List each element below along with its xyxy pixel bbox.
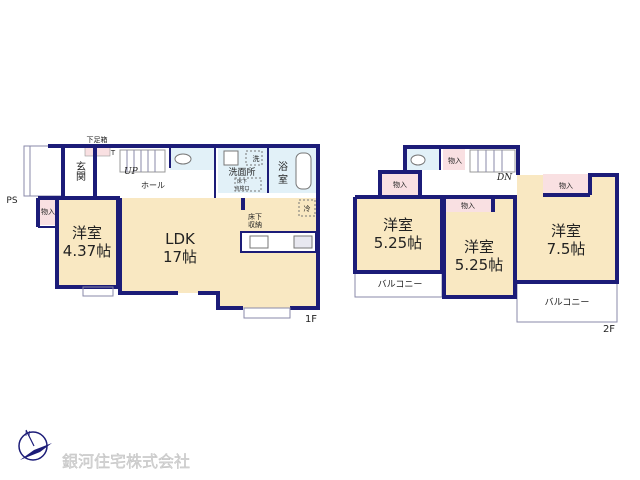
storage-room3-label: 物入 [559, 181, 573, 190]
ldk-area [120, 198, 318, 308]
fridge-label: 冷 [304, 204, 311, 213]
inspection-label-1: 床下 [237, 178, 247, 185]
underfloor-storage-2: 収納 [248, 220, 262, 229]
floor-2: 物入 DN 物入 物入 物入 洋室 5.25帖 洋室 5.25帖 洋室 7.5帖… [353, 145, 619, 335]
floor1-label: 1F [305, 314, 317, 325]
entrance-label: 玄関 [74, 160, 86, 182]
shoe-box-label: 下足箱 [87, 135, 108, 144]
storage-2f-hall [443, 149, 465, 170]
stairs-down-label: DN [496, 173, 513, 183]
storage-1f-label: 物入 [41, 207, 55, 216]
room-2f-2 [444, 197, 515, 297]
toilet-1f [170, 148, 215, 170]
inspection-label-2: 点検口 [234, 185, 249, 192]
room-2f-1 [355, 197, 442, 272]
window [243, 307, 291, 319]
ps-label: PS [6, 196, 17, 206]
compass-north-label: N [25, 430, 30, 438]
hall-label: ホール [141, 181, 165, 190]
company-logo-text: 銀河住宅株式会社 [62, 452, 190, 471]
window [82, 286, 114, 297]
stove-icon [293, 235, 313, 249]
stairs-2f [469, 149, 516, 173]
ldk-size: 17帖 [163, 248, 197, 266]
sink-1f [223, 150, 239, 166]
room-2f-2-size: 5.25帖 [455, 256, 503, 274]
washer-label: 洗 [253, 154, 260, 163]
bath-label-1: 浴 [278, 161, 288, 173]
room-2f-3-size: 7.5帖 [547, 240, 586, 258]
balcony-2-label: バルコニー [545, 297, 590, 308]
bath-label-2: 室 [278, 173, 288, 186]
storage-room2 [446, 199, 493, 212]
storage-ps [40, 199, 57, 225]
washroom-label: 洗面所 [228, 166, 255, 178]
compass-icon: N [18, 429, 52, 461]
western-room-1f [57, 198, 118, 287]
room-2f-3-name: 洋室 [551, 222, 581, 240]
toilet-bowl-1f [174, 153, 192, 165]
room-2f-1-name: 洋室 [383, 216, 413, 234]
toilet-bowl-2f [410, 154, 426, 166]
kitchen-sink [249, 235, 269, 249]
storage-room2-label: 物入 [461, 201, 475, 210]
shoe-box-mark: T [110, 149, 116, 157]
floor2-label: 2F [603, 324, 615, 335]
storage-room1 [381, 173, 419, 197]
ldk-name: LDK [165, 230, 196, 248]
storage-hall-label: 物入 [448, 156, 462, 165]
bathtub [295, 152, 312, 190]
room-2f-2-name: 洋室 [464, 238, 494, 256]
stairs-up-label: UP [124, 167, 139, 177]
storage-room3 [543, 174, 590, 195]
balcony-1-label: バルコニー [378, 279, 423, 290]
underfloor-storage-1: 床下 [248, 212, 262, 221]
room-2f-1-size: 5.25帖 [374, 234, 422, 252]
western-room-1f-size: 4.37帖 [63, 242, 111, 260]
floor-1: 下足箱 T 玄関 PS 物入 洋室 4.37帖 LDK 17帖 ホール UP 洗… [6, 135, 320, 325]
western-room-1f-name: 洋室 [72, 224, 102, 242]
stairs-1f [119, 149, 166, 173]
storage-room1-label: 物入 [393, 180, 407, 189]
